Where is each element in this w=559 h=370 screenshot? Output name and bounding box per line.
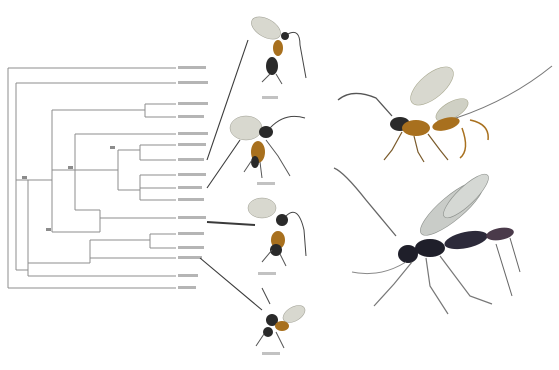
caption-mark [262,352,280,355]
connector-line [207,222,255,225]
caption-mark [257,182,275,185]
node-marker [110,146,115,149]
wasp-specimen-2 [230,116,305,178]
connector-line [200,258,262,310]
caption-mark [258,272,276,275]
phylogenetic-tree [8,68,176,288]
large-wasp-amber [338,60,552,162]
caption-mark [262,96,278,99]
node-marker [46,228,51,231]
wasp-specimen-1 [248,12,306,84]
connector-lines [200,40,262,310]
large-wasp-dark [334,168,520,314]
node-marker [22,176,27,179]
connector-line [207,40,248,160]
tip-label-marks [178,66,208,289]
wasp-specimen-4 [256,288,308,348]
node-marker [68,166,73,169]
wasp-specimen-3 [248,198,306,266]
